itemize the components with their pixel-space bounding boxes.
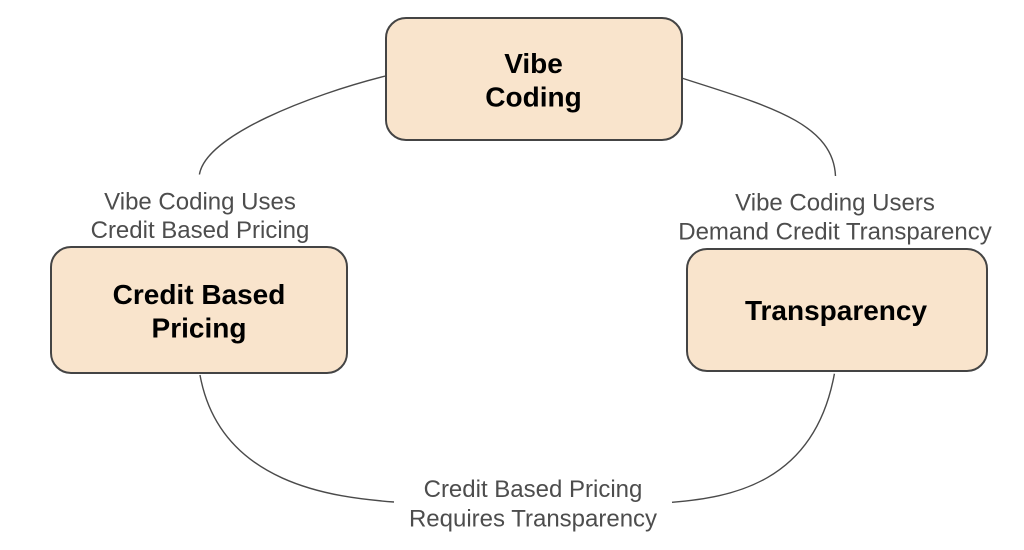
- svg-text:Credit Based Pricing: Credit Based Pricing: [91, 217, 310, 244]
- svg-text:Vibe Coding Uses: Vibe Coding Uses: [104, 188, 296, 215]
- svg-text:Vibe Coding Users: Vibe Coding Users: [735, 190, 935, 217]
- svg-text:Pricing: Pricing: [152, 312, 247, 343]
- svg-text:Coding: Coding: [485, 81, 581, 112]
- svg-text:Credit Based Pricing: Credit Based Pricing: [424, 476, 643, 503]
- svg-text:Vibe: Vibe: [504, 48, 563, 79]
- svg-text:Transparency: Transparency: [745, 295, 928, 326]
- svg-text:Demand Credit Transparency: Demand Credit Transparency: [678, 219, 991, 246]
- svg-text:Requires Transparency: Requires Transparency: [409, 506, 657, 533]
- svg-text:Credit Based: Credit Based: [113, 279, 286, 310]
